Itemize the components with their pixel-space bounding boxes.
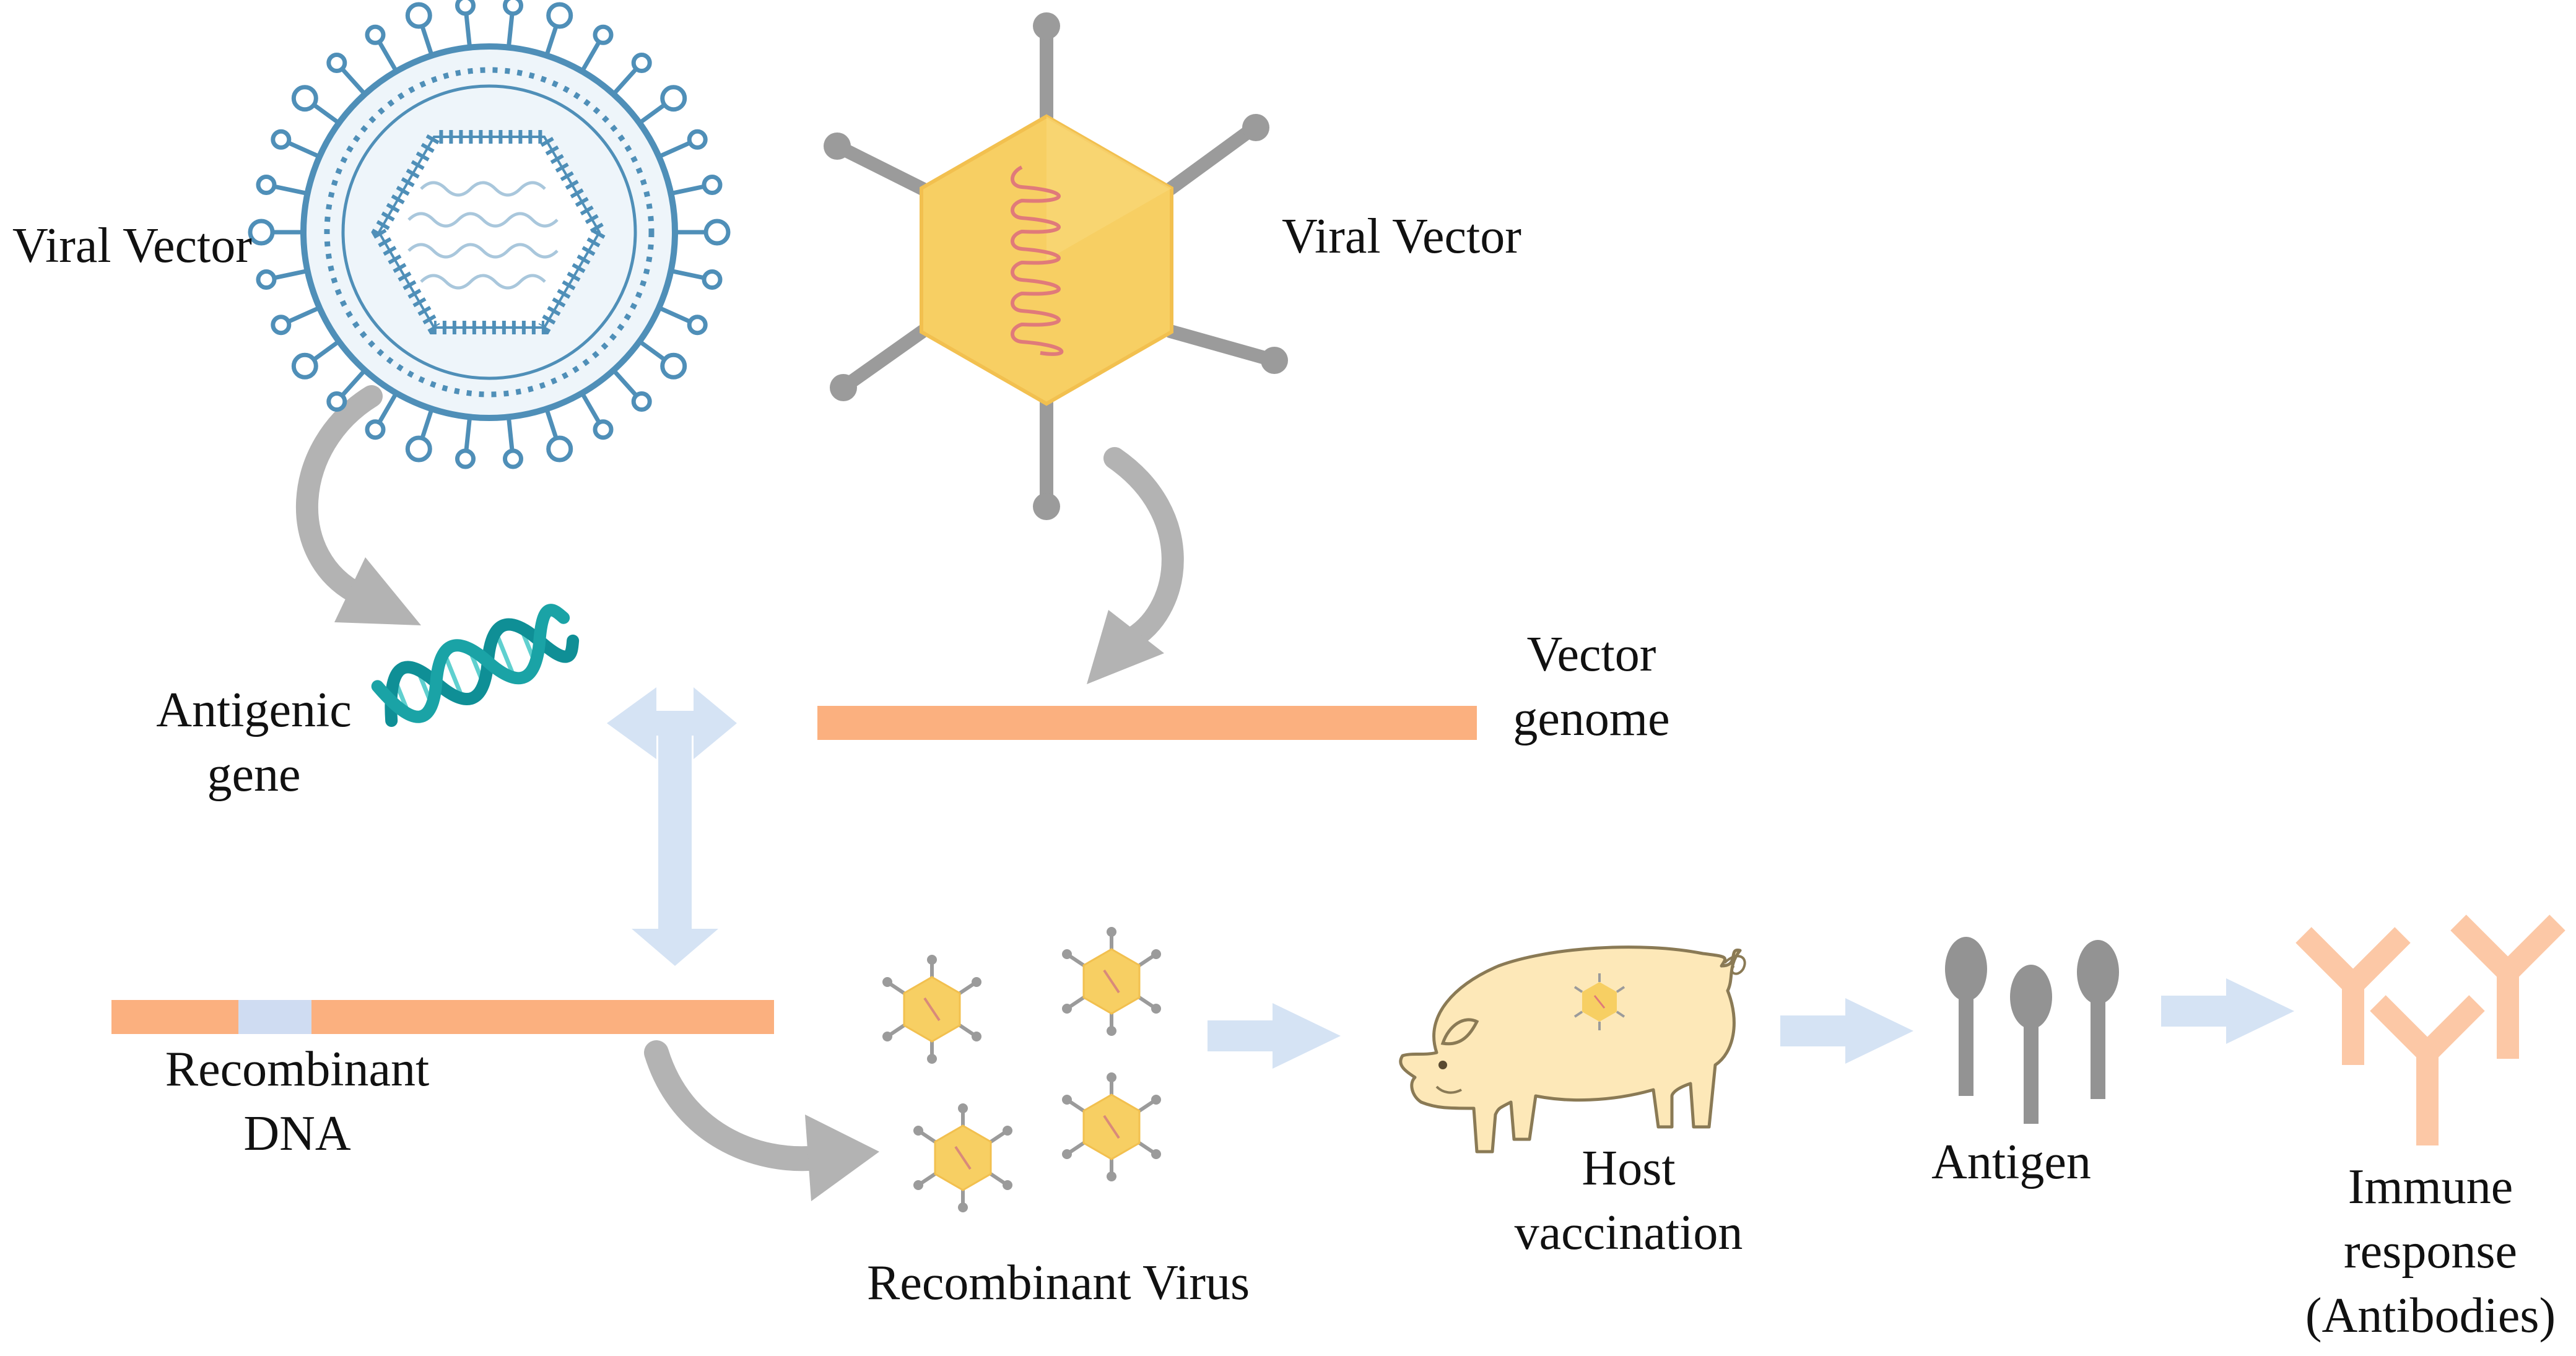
recombinant-virus-icon: [882, 955, 981, 1064]
antigen-marker: [2010, 965, 2052, 1124]
antibody-group: [2295, 915, 2565, 1145]
flow-arrow-antigen-to-antibody: [2161, 978, 2294, 1044]
flow-arrow-host-to-antigen: [1780, 998, 1913, 1064]
antibody-y: [2370, 995, 2485, 1145]
label-vector-genome: Vector genome: [1513, 627, 1670, 746]
label-antigenic-gene: Antigenic gene: [156, 683, 352, 802]
label-viral-vector-right: Viral Vector: [1282, 209, 1521, 264]
curved-arrow-dna-to-virus: [644, 1040, 879, 1201]
label-host-vaccination: Host vaccination: [1514, 1141, 1743, 1260]
antigen-marker: [1945, 937, 1987, 1096]
capsid-virus-icon: [824, 12, 1288, 520]
flow-arrow-virus-to-host: [1208, 1003, 1341, 1069]
antigen-group: [1945, 937, 2119, 1124]
label-antigen: Antigen: [1931, 1135, 2091, 1189]
curved-arrow-virus-to-gene: [296, 385, 421, 625]
label-viral-vector-left: Viral Vector: [12, 219, 252, 273]
pig-host-icon: [1399, 945, 1746, 1154]
recombinant-virus-icon: [1062, 1072, 1161, 1181]
recombinant-virus-icon: [1062, 927, 1161, 1036]
recombinant-virus-icon: [913, 1103, 1012, 1212]
vector-genome-bar: [817, 706, 1477, 740]
dna-helix-icon: [371, 604, 580, 728]
recombinant-virus-group: [882, 927, 1161, 1212]
label-recombinant-dna: Recombinant DNA: [165, 1042, 430, 1161]
enveloped-virus-icon: [248, 0, 731, 469]
label-immune-response: Immune response (Antibodies): [2305, 1160, 2556, 1343]
antigenic-insert-segment: [238, 1000, 311, 1034]
antigen-marker: [2077, 940, 2119, 1099]
recombination-arrow: [607, 687, 737, 966]
antibody-y: [2295, 927, 2411, 1065]
recombinant-dna-bar: [111, 1000, 774, 1034]
antibody-y: [2450, 915, 2565, 1059]
curved-arrow-capsid-to-genome: [1087, 447, 1184, 684]
label-recombinant-virus: Recombinant Virus: [867, 1256, 1250, 1310]
